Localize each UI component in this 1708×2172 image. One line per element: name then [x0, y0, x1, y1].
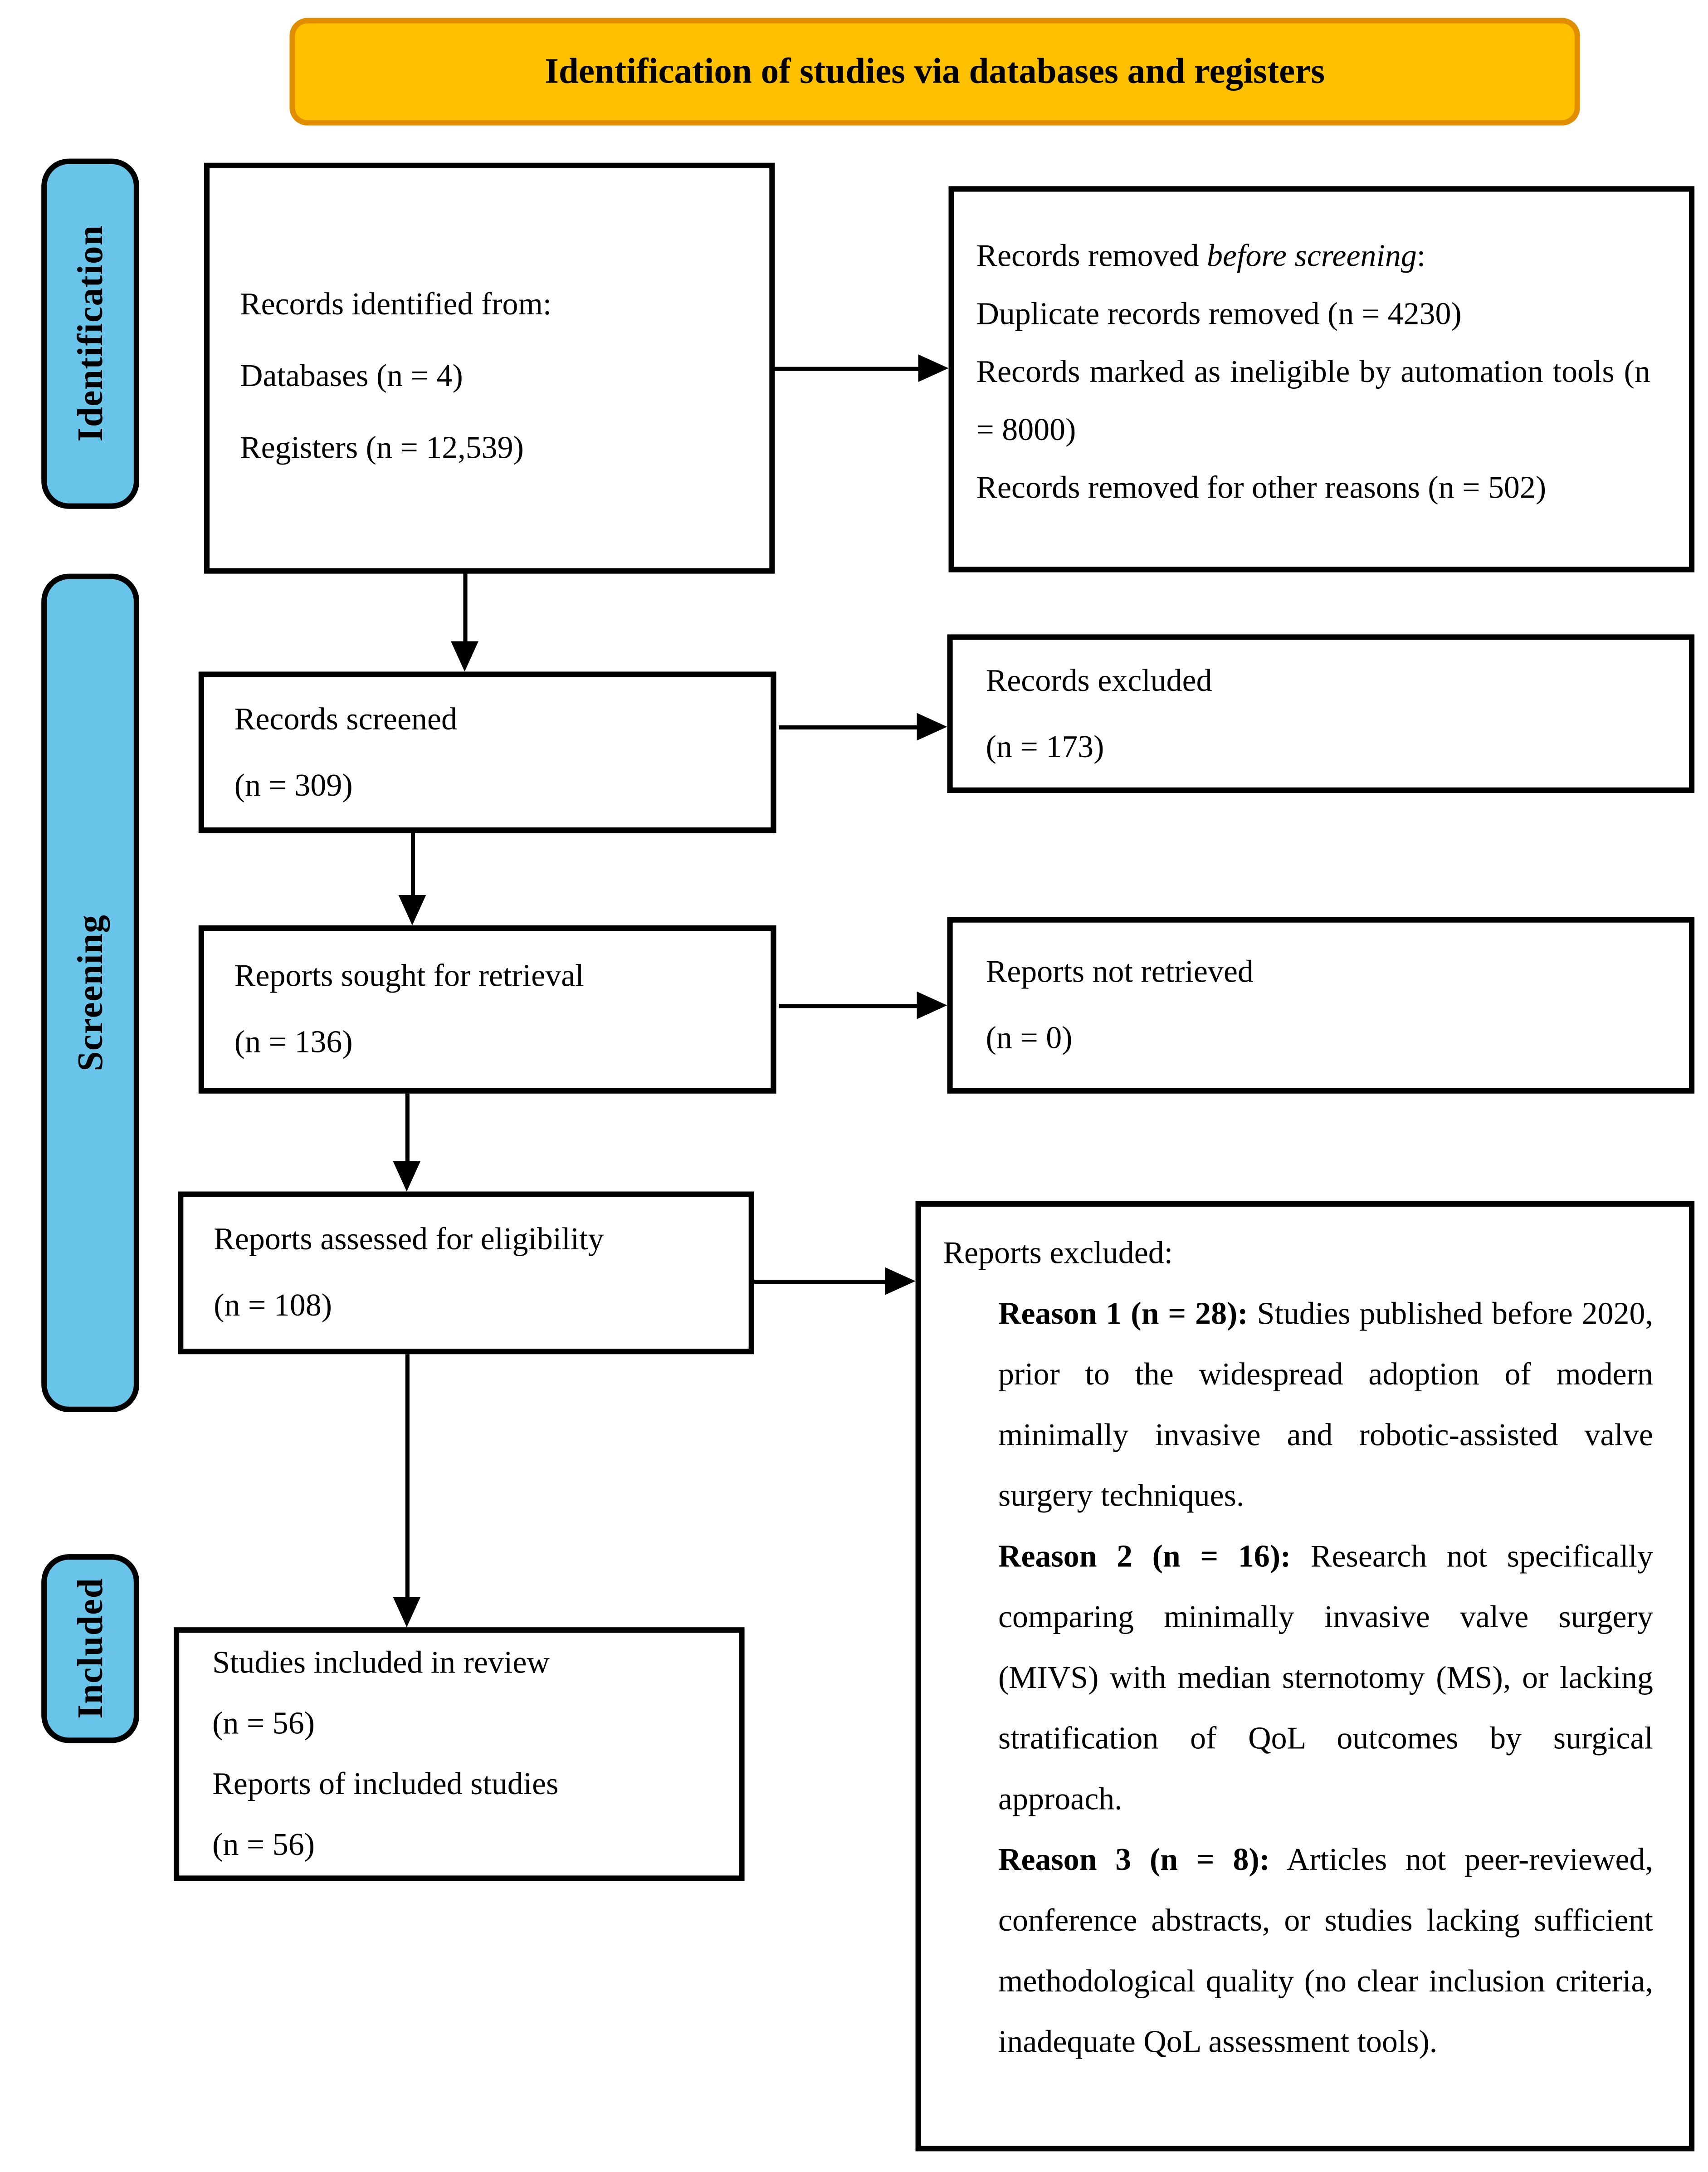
records-screened-line2: (n = 309) — [234, 767, 353, 802]
reports-excluded-reason-3: Reason 3 (n = 8): Articles not peer-revi… — [998, 1830, 1653, 2073]
arrow-assessed-to-included-head-icon — [393, 1597, 421, 1628]
reports-not-retrieved-line2: (n = 0) — [986, 1020, 1073, 1055]
stage-label-screening-text: Screening — [69, 914, 110, 1071]
reports-assessed-line1: Reports assessed for eligibility — [214, 1222, 604, 1257]
records-screened-line1: Records screened — [234, 701, 457, 736]
box-records-identified: Records identified from: Databases (n = … — [204, 162, 775, 574]
reports-excluded-heading: Reports excluded: — [943, 1235, 1173, 1270]
stage-label-identification-text: Identification — [69, 225, 110, 442]
records-removed-heading-italic: before screening — [1207, 238, 1417, 273]
studies-included-line1: Studies included in review — [212, 1645, 550, 1680]
diagram-title: Identification of studies via databases … — [545, 51, 1325, 91]
records-identified-line3: Registers (n = 12,539) — [239, 430, 524, 465]
reports-excluded-reason-1: Reason 1 (n = 28): Studies published bef… — [998, 1284, 1653, 1526]
reports-sought-line2: (n = 136) — [234, 1024, 353, 1059]
records-removed-item1: Duplicate records removed (n = 4230) — [976, 296, 1462, 331]
records-identified-line2: Databases (n = 4) — [239, 358, 463, 393]
arrow-sought-to-notretrieved-head-icon — [917, 991, 947, 1019]
arrow-screened-to-sought-head-icon — [398, 895, 426, 925]
arrow-sought-to-assessed-line — [405, 1093, 410, 1164]
arrow-assessed-to-reportsexcluded-line — [754, 1280, 888, 1284]
studies-included-line2: (n = 56) — [212, 1706, 315, 1741]
box-records-excluded: Records excluded (n = 173) — [947, 634, 1695, 793]
box-reports-excluded: Reports excluded: Reason 1 (n = 28): Stu… — [915, 1201, 1695, 2152]
reason-1-text: Studies published before 2020, prior to … — [998, 1296, 1653, 1513]
reason-2-label: Reason 2 (n = 16): — [998, 1539, 1291, 1574]
records-removed-item2: Records marked as ineligible by automati… — [976, 354, 1650, 447]
arrow-screened-to-excluded-line — [779, 725, 920, 730]
stage-label-included-text: Included — [69, 1578, 110, 1719]
stage-label-identification: Identification — [41, 158, 140, 509]
stage-label-included: Included — [41, 1554, 140, 1743]
box-studies-included: Studies included in review (n = 56) Repo… — [174, 1627, 745, 1881]
title-banner: Identification of studies via databases … — [289, 18, 1580, 126]
box-reports-assessed: Reports assessed for eligibility (n = 10… — [178, 1191, 754, 1355]
arrow-sought-to-notretrieved-line — [779, 1004, 920, 1008]
reports-excluded-reason-2: Reason 2 (n = 16): Research not specific… — [998, 1526, 1653, 1830]
reports-not-retrieved-line1: Reports not retrieved — [986, 954, 1254, 989]
arrow-identified-to-screened-line — [463, 572, 468, 644]
reason-1-label: Reason 1 (n = 28): — [998, 1296, 1248, 1331]
records-identified-line1: Records identified from: — [239, 287, 552, 322]
arrow-identified-to-removed-head-icon — [918, 354, 949, 382]
reason-2-text: Research not specifically comparing mini… — [998, 1539, 1653, 1816]
reason-3-label: Reason 3 (n = 8): — [998, 1842, 1270, 1877]
records-removed-item3: Records removed for other reasons (n = 5… — [976, 470, 1547, 505]
arrow-screened-to-sought-line — [410, 833, 415, 898]
arrow-sought-to-assessed-head-icon — [393, 1161, 421, 1192]
records-excluded-line1: Records excluded — [986, 662, 1212, 697]
stage-label-screening: Screening — [41, 573, 140, 1412]
box-reports-not-retrieved: Reports not retrieved (n = 0) — [947, 917, 1695, 1094]
box-records-screened: Records screened (n = 309) — [198, 671, 776, 833]
reports-sought-line1: Reports sought for retrieval — [234, 958, 584, 993]
reports-assessed-line2: (n = 108) — [214, 1288, 332, 1323]
box-records-removed: Records removed before screening: Duplic… — [948, 186, 1695, 572]
arrow-screened-to-excluded-head-icon — [917, 713, 947, 741]
box-reports-sought: Reports sought for retrieval (n = 136) — [198, 925, 776, 1094]
arrow-identified-to-removed-line — [775, 367, 921, 371]
arrow-assessed-to-reportsexcluded-head-icon — [885, 1267, 916, 1295]
records-removed-heading: Records removed before screening: — [976, 238, 1426, 273]
arrow-assessed-to-included-line — [405, 1354, 410, 1600]
reason-3-text: Articles not peer-reviewed, conference a… — [998, 1842, 1653, 2059]
records-excluded-line2: (n = 173) — [986, 729, 1104, 763]
studies-included-line4: (n = 56) — [212, 1827, 315, 1862]
arrow-identified-to-screened-head-icon — [451, 641, 478, 672]
studies-included-line3: Reports of included studies — [212, 1766, 559, 1801]
